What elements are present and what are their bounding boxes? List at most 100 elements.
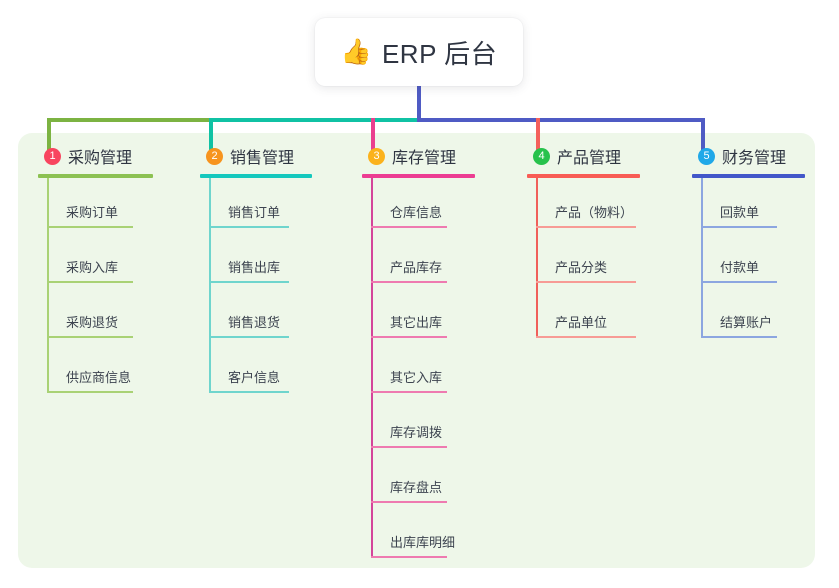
list-item-rule [701, 226, 777, 228]
connector-bus-segment-3 [417, 118, 705, 122]
column-spine-4 [536, 178, 538, 338]
column-items-2: 销售订单销售出库销售退货客户信息 [200, 178, 312, 398]
list-item-rule [371, 501, 447, 503]
list-item-label: 销售退货 [228, 315, 281, 330]
list-item[interactable]: 库存盘点 [362, 453, 475, 508]
connector-root-stem [417, 86, 421, 120]
list-item-rule [371, 281, 447, 283]
list-item-label: 供应商信息 [66, 370, 132, 385]
list-item-rule [209, 336, 289, 338]
column-badge-3: 3 [368, 147, 385, 165]
list-item-label: 其它入库 [390, 370, 443, 385]
list-item-label: 销售出库 [228, 260, 281, 275]
column-header-2[interactable]: 2 销售管理 [200, 144, 312, 168]
list-item[interactable]: 销售出库 [200, 233, 312, 288]
connector-drop-1 [47, 118, 51, 156]
column-2: 2 销售管理销售订单销售出库销售退货客户信息 [200, 144, 312, 398]
column-rule-4 [527, 174, 640, 178]
column-items-4: 产品（物料）产品分类产品单位 [527, 178, 640, 343]
column-badge-4: 4 [533, 147, 550, 165]
connector-drop-3 [371, 118, 375, 156]
list-item-rule [47, 391, 133, 393]
list-item[interactable]: 出库库明细 [362, 508, 475, 563]
list-item-rule [209, 391, 289, 393]
list-item-rule [536, 281, 636, 283]
diagram-panel [18, 133, 815, 568]
connector-bus-segment-2 [209, 118, 417, 122]
list-item[interactable]: 仓库信息 [362, 178, 475, 233]
list-item-label: 仓库信息 [390, 205, 443, 220]
thumbs-up-icon: 👍 [340, 37, 372, 66]
connector-bus-segment-1 [47, 118, 209, 122]
list-item-label: 出库库明细 [390, 535, 456, 550]
list-item-label: 采购退货 [66, 315, 119, 330]
list-item-rule [47, 226, 133, 228]
list-item-rule [371, 336, 447, 338]
column-header-5[interactable]: 5 财务管理 [692, 144, 805, 168]
column-spine-1 [47, 178, 49, 393]
column-title-2: 销售管理 [230, 150, 295, 167]
list-item[interactable]: 付款单 [692, 233, 805, 288]
column-rule-3 [362, 174, 475, 178]
list-item-label: 库存盘点 [390, 480, 443, 495]
column-spine-3 [371, 178, 373, 558]
list-item-label: 产品库存 [390, 260, 443, 275]
list-item[interactable]: 采购订单 [38, 178, 153, 233]
list-item[interactable]: 产品库存 [362, 233, 475, 288]
column-spine-5 [701, 178, 703, 338]
list-item[interactable]: 采购入库 [38, 233, 153, 288]
column-5: 5 财务管理回款单付款单结算账户 [692, 144, 805, 343]
column-rule-5 [692, 174, 805, 178]
list-item[interactable]: 客户信息 [200, 343, 312, 398]
connector-drop-2 [209, 118, 213, 156]
list-item-rule [371, 556, 447, 558]
list-item[interactable]: 其它入库 [362, 343, 475, 398]
list-item-label: 销售订单 [228, 205, 281, 220]
column-badge-1: 1 [44, 147, 61, 165]
list-item-rule [209, 281, 289, 283]
list-item-rule [371, 391, 447, 393]
column-rule-1 [38, 174, 153, 178]
column-items-3: 仓库信息产品库存其它出库其它入库库存调拨库存盘点出库库明细 [362, 178, 475, 563]
list-item[interactable]: 采购退货 [38, 288, 153, 343]
list-item-rule [371, 446, 447, 448]
connector-drop-4 [536, 118, 540, 156]
list-item[interactable]: 回款单 [692, 178, 805, 233]
list-item-label: 回款单 [720, 205, 760, 220]
list-item-label: 产品单位 [555, 315, 608, 330]
column-items-5: 回款单付款单结算账户 [692, 178, 805, 343]
list-item[interactable]: 结算账户 [692, 288, 805, 343]
column-badge-5: 5 [698, 147, 715, 165]
list-item[interactable]: 销售订单 [200, 178, 312, 233]
column-header-3[interactable]: 3 库存管理 [362, 144, 475, 168]
list-item-rule [701, 281, 777, 283]
column-spine-2 [209, 178, 211, 393]
list-item-label: 采购订单 [66, 205, 119, 220]
connector-drop-5 [701, 118, 705, 156]
list-item[interactable]: 产品单位 [527, 288, 640, 343]
list-item-label: 客户信息 [228, 370, 281, 385]
list-item-label: 结算账户 [720, 315, 773, 330]
list-item-label: 库存调拨 [390, 425, 443, 440]
list-item[interactable]: 其它出库 [362, 288, 475, 343]
root-title: ERP 后台 [381, 38, 498, 69]
column-title-3: 库存管理 [392, 150, 457, 167]
list-item[interactable]: 产品（物料） [527, 178, 640, 233]
list-item[interactable]: 供应商信息 [38, 343, 153, 398]
list-item[interactable]: 产品分类 [527, 233, 640, 288]
column-items-1: 采购订单采购入库采购退货供应商信息 [38, 178, 153, 398]
list-item-rule [209, 226, 289, 228]
column-3: 3 库存管理仓库信息产品库存其它出库其它入库库存调拨库存盘点出库库明细 [362, 144, 475, 563]
root-node[interactable]: 👍 ERP 后台 [315, 18, 523, 86]
column-badge-2: 2 [206, 147, 223, 165]
list-item[interactable]: 库存调拨 [362, 398, 475, 453]
list-item-rule [536, 226, 636, 228]
list-item[interactable]: 销售退货 [200, 288, 312, 343]
list-item-label: 采购入库 [66, 260, 119, 275]
column-title-5: 财务管理 [722, 150, 787, 167]
